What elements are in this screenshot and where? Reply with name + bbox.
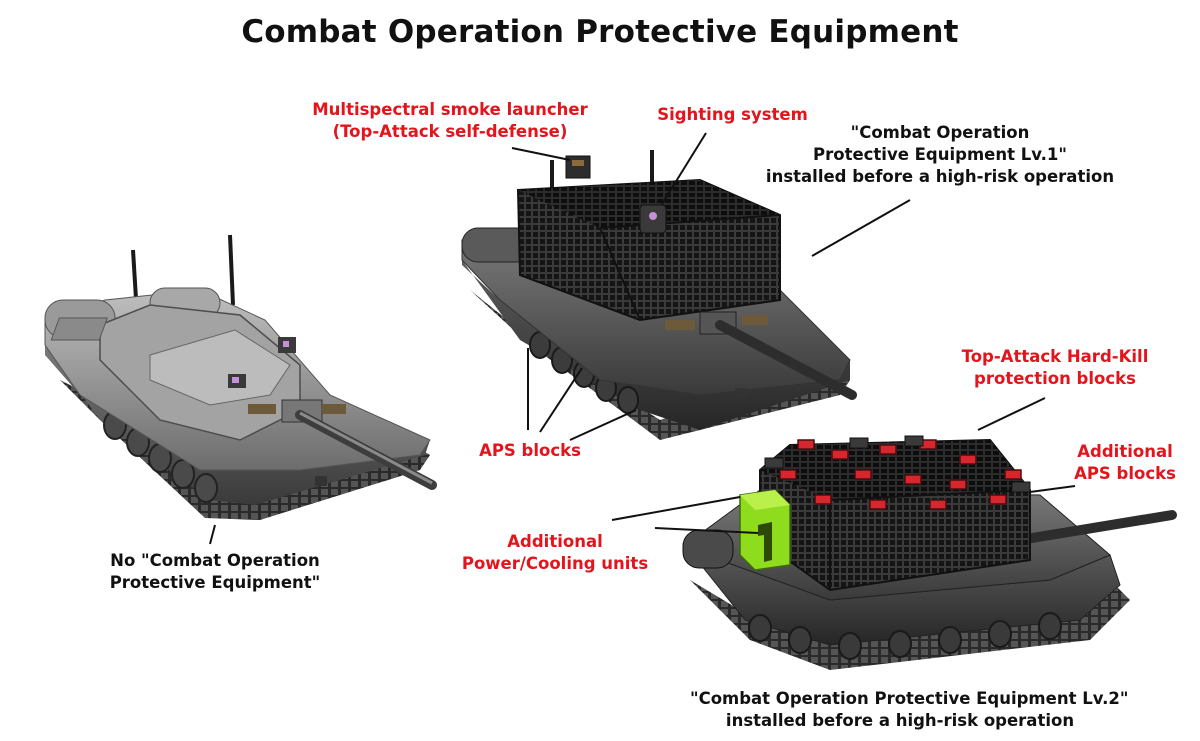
label-additional-aps-line1: Additional [1077,442,1173,461]
label-aps-blocks: APS blocks [465,440,595,462]
label-lv1-line2: Protective Equipment Lv.1" [813,145,1067,164]
label-lv1-caption: "Combat Operation Protective Equipment L… [760,122,1120,188]
tank-no-equipment [44,234,437,520]
label-additional-aps: Additional APS blocks [1065,441,1185,485]
label-no-equipment: No "Combat Operation Protective Equipmen… [95,550,335,594]
label-lv2-line1: "Combat Operation Protective Equipment L… [690,689,1129,708]
label-additional-aps-line2: APS blocks [1074,464,1176,483]
tank-lv1 [461,150,857,440]
label-power-cooling-line1: Additional [507,532,603,551]
label-lv2-line2: installed before a high-risk operation [725,711,1075,730]
label-no-equipment-line2: Protective Equipment" [109,573,321,592]
label-hardkill-line2: protection blocks [974,369,1136,388]
label-lv2-caption: "Combat Operation Protective Equipment L… [690,688,1129,732]
label-power-cooling: Additional Power/Cooling units [455,531,655,575]
label-sighting-system-text: Sighting system [657,105,808,124]
label-smoke-launcher-line2: (Top-Attack self-defense) [332,122,568,141]
label-aps-blocks-text: APS blocks [479,441,581,460]
label-smoke-launcher-line1: Multispectral smoke launcher [312,100,588,119]
label-power-cooling-line2: Power/Cooling units [461,554,649,573]
label-no-equipment-line1: No "Combat Operation [110,551,320,570]
label-lv1-line1: "Combat Operation [850,123,1030,142]
tank-lv2 [682,435,1177,670]
label-smoke-launcher: Multispectral smoke launcher (Top-Attack… [310,99,590,143]
label-lv1-line3: installed before a high-risk operation [765,167,1115,186]
label-top-attack-hardkill: Top-Attack Hard-Kill protection blocks [950,346,1160,390]
label-sighting-system: Sighting system [650,104,815,126]
leader-lines [209,132,1076,545]
page-title: Combat Operation Protective Equipment [241,14,959,50]
label-hardkill-line1: Top-Attack Hard-Kill [961,347,1149,366]
